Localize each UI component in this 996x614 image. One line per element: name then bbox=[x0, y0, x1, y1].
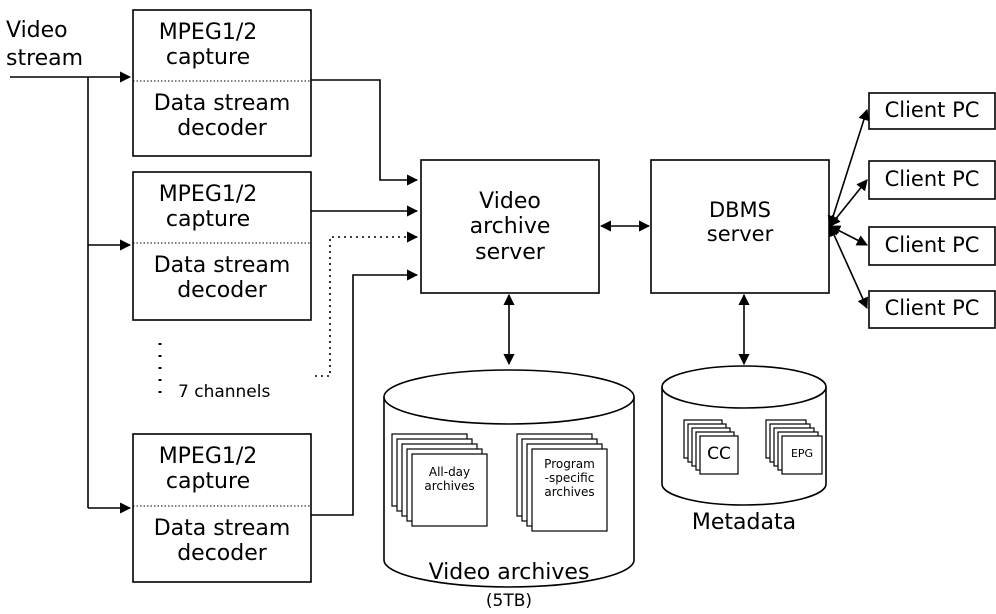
capture-box-3 bbox=[132, 433, 312, 583]
dbms-server-box bbox=[650, 159, 830, 294]
client-label-3: Client PC bbox=[884, 233, 980, 257]
capture-3-top: MPEG1/2 capture bbox=[158, 444, 258, 495]
client-box-4 bbox=[868, 290, 996, 329]
client-label-2: Client PC bbox=[884, 167, 980, 191]
input-label-line1: Video bbox=[6, 18, 68, 43]
client-box-3 bbox=[868, 226, 996, 266]
capture-box-2 bbox=[132, 171, 312, 321]
capture-2-top: MPEG1/2 capture bbox=[158, 182, 258, 233]
epg-stack bbox=[765, 419, 823, 475]
video-archive-server-label: Video archive server bbox=[469, 189, 551, 265]
input-bus bbox=[10, 71, 132, 514]
client-label-1: Client PC bbox=[884, 98, 980, 122]
client-box-1 bbox=[868, 92, 996, 130]
client-box-2 bbox=[868, 160, 996, 200]
program-archive-stack bbox=[516, 433, 608, 532]
capture-to-server-links bbox=[311, 79, 419, 516]
epg-label: EPG bbox=[790, 447, 814, 460]
video-archives-caption-1: Video archives bbox=[428, 560, 590, 585]
client-label-4: Client PC bbox=[884, 296, 980, 320]
metadata-caption: Metadata bbox=[691, 510, 797, 535]
video-archive-server-box bbox=[420, 159, 600, 294]
input-label-line2: stream bbox=[6, 46, 84, 71]
capture-2-bottom: Data stream decoder bbox=[153, 253, 291, 304]
client-links bbox=[827, 108, 870, 310]
cc-label: CC bbox=[707, 444, 731, 464]
video-archives-caption-2: (5TB) bbox=[485, 591, 533, 611]
all-day-archives-label: All-day archives bbox=[424, 465, 475, 493]
dotted-channel-link bbox=[315, 231, 419, 377]
dbms-server-label: DBMS server bbox=[706, 198, 774, 247]
capture-box-1 bbox=[132, 9, 312, 157]
cc-stack bbox=[683, 419, 739, 475]
capture-1-top: MPEG1/2 capture bbox=[158, 20, 258, 71]
program-archives-label: Program -specific archives bbox=[544, 457, 595, 499]
all-day-archive-stack bbox=[391, 433, 488, 527]
channels-note: 7 channels bbox=[178, 382, 271, 402]
capture-3-bottom: Data stream decoder bbox=[153, 516, 291, 567]
capture-1-bottom: Data stream decoder bbox=[153, 91, 291, 142]
metadata-cylinder bbox=[661, 365, 827, 506]
